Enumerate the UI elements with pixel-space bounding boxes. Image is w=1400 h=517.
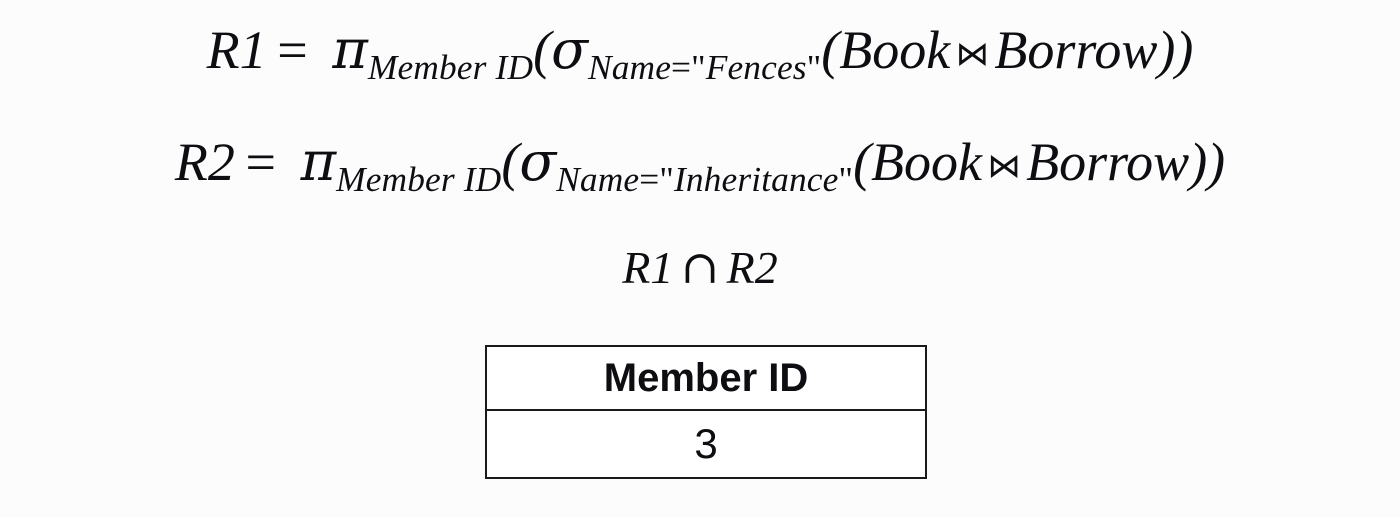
projection-symbol-icon: π — [300, 130, 337, 193]
close-paren: ) — [1207, 132, 1226, 192]
open-paren: ( — [853, 132, 872, 192]
formula-r1-selection-subscript: Name="Fences" — [588, 47, 821, 87]
formula-r2-lhs: R2 — [174, 132, 235, 192]
open-quote: " — [691, 46, 706, 87]
projection-symbol-icon: π — [332, 18, 368, 81]
open-paren: ( — [501, 132, 520, 192]
close-paren: ) — [1157, 20, 1176, 80]
open-paren: ( — [533, 20, 552, 80]
column-header-member-id: Member ID — [485, 345, 927, 411]
cell-member-id: 3 — [485, 409, 927, 479]
selection-symbol-icon: σ — [519, 130, 557, 193]
selection-attribute: Name — [587, 46, 672, 87]
selection-attribute: Name — [556, 158, 640, 199]
formula-r1-projection-subscript: Member ID — [367, 46, 534, 87]
formula-r1-left-relation: Book — [839, 20, 951, 80]
formula-r1-right-relation: Borrow — [994, 20, 1158, 80]
formula-r2-right-relation: Borrow — [1026, 132, 1190, 192]
selection-operator: = — [639, 158, 660, 199]
formula-r2-equals: = — [245, 132, 276, 192]
selection-symbol-icon: σ — [551, 18, 588, 81]
formula-r2-left-relation: Book — [871, 132, 982, 192]
formula-line-intersection: R1∩R2 — [0, 240, 1400, 294]
intersection-left-operand: R1 — [622, 242, 674, 293]
intersection-symbol-icon: ∩ — [680, 240, 720, 294]
result-table-body: 3 — [485, 409, 927, 479]
selection-value: Fences — [705, 46, 807, 87]
open-paren: ( — [821, 20, 840, 80]
natural-join-icon: ⋈ — [987, 145, 1021, 185]
intersection-right-operand: R2 — [726, 242, 778, 293]
open-quote: " — [659, 158, 674, 199]
close-paren: ) — [1175, 20, 1194, 80]
formula-line-r1: R1=πMember ID(σName="Fences"(Book⋈Borrow… — [0, 18, 1400, 87]
table-row: 3 — [485, 409, 927, 479]
table-header-row: Member ID — [485, 345, 927, 411]
result-table-head: Member ID — [485, 345, 927, 411]
formula-r1-equals: = — [277, 20, 308, 80]
formula-r2-projection-subscript: Member ID — [336, 158, 502, 199]
close-paren: ) — [1189, 132, 1208, 192]
close-quote: " — [806, 46, 822, 87]
close-quote: " — [838, 158, 854, 199]
natural-join-icon: ⋈ — [955, 33, 990, 73]
result-table: Member ID 3 — [485, 345, 927, 479]
formula-line-r2: R2=πMember ID(σName="Inheritance"(Book⋈B… — [0, 130, 1400, 199]
selection-value: Inheritance — [673, 158, 839, 199]
formula-r1-lhs: R1 — [206, 20, 267, 80]
selection-operator: = — [671, 46, 692, 87]
formula-r2-selection-subscript: Name="Inheritance" — [556, 159, 853, 199]
